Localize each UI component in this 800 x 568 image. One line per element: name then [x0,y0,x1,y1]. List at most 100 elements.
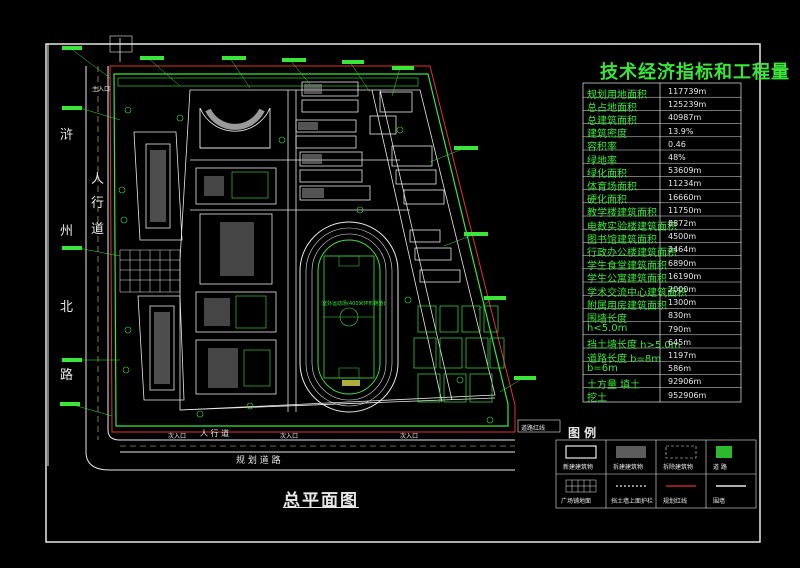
tree-markers [118,106,494,424]
indicator-label: h<5.0m [587,323,628,335]
center-green-accents [231,171,271,387]
indicator-value: 6890m [668,258,697,268]
indicator-label: 图书馆建筑面积 [587,234,657,246]
legend-grid [555,439,757,509]
indicator-value: 53609m [668,166,702,176]
library-hatch [205,108,265,130]
indicator-value: 40987m [668,113,702,123]
indicator-value: 117739m [668,87,707,96]
indicator-value: 1300m [668,298,697,308]
north-buildings [295,81,461,283]
campus-boundary [113,73,509,427]
indicator-value: 16190m [668,271,702,281]
legend-title: 图 例 [568,426,597,440]
indicator-label: 学术交流中心建筑面积 [587,287,687,299]
campus-red-line [109,65,516,433]
south-sidewalk-label: 人 行 道 [200,429,230,438]
indicator-label: 道路长度 b=8m [587,353,662,365]
indicator-value: 1197m [668,351,697,360]
indicator-value: 92906m [668,377,702,387]
indicator-value: 830m [668,311,692,321]
legend-swatch-rebuilt [616,446,646,458]
indicator-label: 绿地率 [587,155,617,167]
sidewalk-char-3: 道 [91,222,105,237]
sidewalk-char-2: 行 [91,196,105,211]
indicator-label: 土方量 填土 [587,379,641,391]
sport-courts [413,305,505,403]
annotation-tags [60,46,536,406]
indicator-label: 硬化面积 [587,195,627,207]
legend-label: 规划红线 [663,498,688,505]
running-track [299,221,399,413]
south-road-label: 规 划 道 路 [236,456,281,466]
indicator-label: 挡土墙长度 h>5.0m [587,340,681,352]
indicator-value: 11750m [668,205,702,215]
legend-swatch-plaza [565,479,597,493]
north-green-strip [117,77,419,87]
legend-label: 道 路 [713,464,727,471]
indicator-value: 645m [668,337,692,347]
indicator-value: 13.9% [668,126,694,136]
west-road-char-1: 浒 [60,128,74,143]
legend-label: 拆除建筑物 [663,464,694,471]
indicator-value: 790m [668,324,692,334]
indicator-value: 48% [668,153,686,162]
indicator-label: 电教实验楼建筑面积 [587,221,677,233]
legend-swatches [565,445,746,493]
indicator-table-row-lines [583,96,741,388]
road-corner-curve-inner [107,429,515,441]
legend-label: 拆建建筑物 [613,464,644,471]
indicator-label: 建筑密度 [587,129,627,141]
indicator-label: 总占地面积 [587,102,637,114]
west-road-char-2: 州 [60,224,74,239]
cross-road-3 [179,397,496,411]
indicator-label: 规划用地面积 [587,89,647,101]
library-building [199,107,271,149]
legend-swatch-demolished [665,445,697,459]
east-road-2 [371,89,443,403]
indicator-value: 3464m [668,245,697,255]
west-block-hatch [150,150,170,384]
indicator-value: 0.46 [668,139,686,149]
indicator-label: 挖土 [587,393,607,405]
indicator-value: 16660m [668,192,702,202]
north-arrow-box [109,35,133,53]
indicator-label: 体育场面积 [587,181,637,193]
indicator-label: 学生食堂建筑面积 [587,261,667,273]
indicator-label: 附属用房建筑面积 [587,300,667,312]
west-road-char-3: 北 [60,300,74,315]
indicator-value: 952906m [668,390,707,400]
legend-label: 广场铺地面 [561,498,592,505]
drawing-title: 总平面图 [283,491,359,511]
legend-swatch-new-building [565,445,597,459]
indicator-label: 教学楼建筑面积 [587,208,657,220]
center-blocks [195,167,277,395]
legend-swatch-road [716,446,732,458]
indicator-value: 8872m [668,219,697,228]
indicator-value: 125239m [668,100,707,110]
center-block-hatch [204,176,254,388]
indicator-value: 2000m [668,285,697,294]
indicator-label: 围墙长度 [587,313,627,325]
indicator-label: 学生公寓建筑面积 [587,274,667,286]
indicator-value: 4500m [668,232,697,242]
annotation-leaders [69,47,521,417]
indicator-label: 容积率 [587,142,617,154]
sidewalk-char-1: 人 [91,172,105,187]
road-corner-curve [85,451,515,471]
drawing-frame [45,43,761,543]
legend-label: 围墙 [713,498,726,505]
indicator-label: 总建筑面积 [587,115,637,127]
legend-label: 挡土墙上面护栏 [611,498,654,505]
entrance-label-south-3: 次入口 [400,433,419,440]
west-plaza-grid [119,249,181,293]
indicator-label: 行政办公楼建筑面积 [587,247,677,259]
legend-label: 新建建筑物 [563,464,594,471]
sports-field-label: 室外运动场(400米环形跑道) [322,301,386,307]
south-red-line-marker: 道路红线 [521,425,546,432]
indicator-table-title: 技术经济指标和工程量 [600,62,790,83]
indicator-value: 11234m [668,179,702,189]
indicator-value: 586m [668,364,692,374]
entrance-label-north: 主入口 [92,86,111,93]
